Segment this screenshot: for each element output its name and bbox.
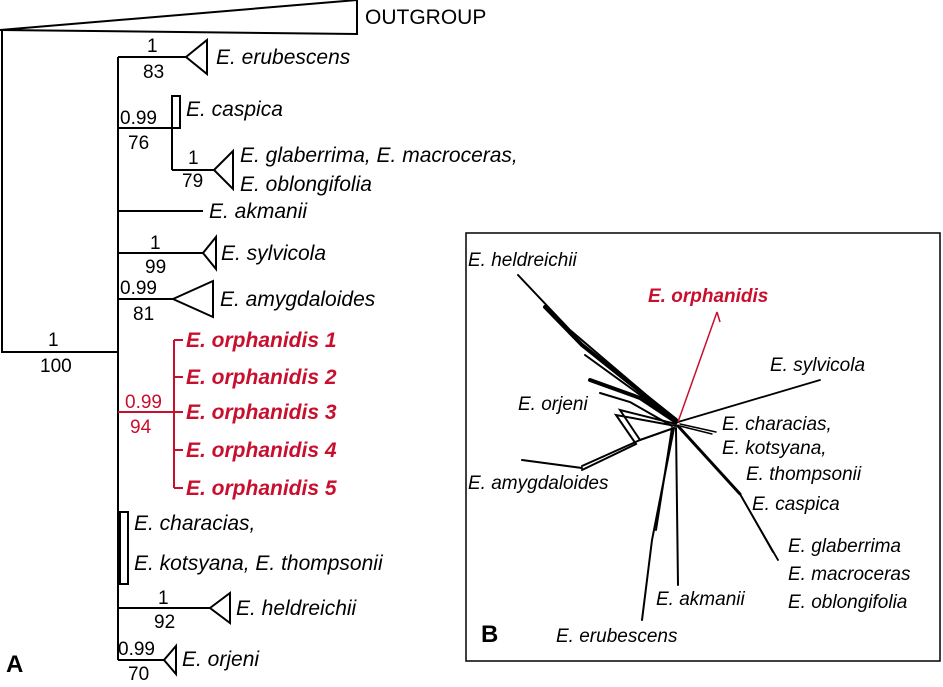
sylvicola-triangle [201,234,217,272]
sylvicola-pp: 1 [150,233,161,254]
caspica-group-pp: 0.99 [120,108,157,129]
glaberrima-bs: 79 [182,171,203,192]
sylvicola-bs: 99 [145,257,166,278]
net-label-caspica: E. caspica [752,494,840,515]
net-label-macroceras: E. macroceras [788,564,911,585]
orphanidis-pp: 0.99 [125,392,162,413]
orjeni-triangle [162,643,177,677]
caspica-bar [171,95,181,129]
edge-orjeni [588,378,678,424]
glaberrima-pp: 1 [188,148,199,169]
edge-akmanii [675,427,679,586]
net-label-amygdaloides: E. amygdaloides [468,473,609,494]
erubescens-triangle [184,37,208,77]
edge-sylvicola [677,379,821,423]
net-label-orjeni: E. orjeni [518,394,588,415]
amygdaloides-triangle [170,279,214,319]
edge-macroceras [739,493,779,561]
edge-amygdaloides-tip [521,459,583,469]
characias-label-line2: E. kotsyana, E. thompsonii [134,552,384,575]
net-label-erubescens: E. erubescens [556,626,678,647]
network-panel-b: E. heldreichii E. orphanidis E. sylvicol… [465,232,941,662]
net-label-kotsyana: E. kotsyana, [722,438,827,459]
orphanidis-tip-2: E. orphanidis 2 [186,366,337,389]
orjeni-pp: 0.99 [118,639,155,660]
edge-orphanidis [677,311,718,423]
edge-orjeni-split [599,392,673,427]
glaberrima-label-line2: E. oblongifolia [240,173,372,196]
orphanidis-tip-4: E. orphanidis 4 [186,439,337,462]
net-label-characias: E. characias, [722,414,832,435]
edge-caspica [676,424,742,496]
net-label-glaberrima: E. glaberrima [788,536,901,557]
characias-label-line1: E. characias, [134,512,255,535]
edge-amygdaloides-3 [639,427,675,441]
orphanidis-bs: 94 [130,417,152,438]
root-bs: 100 [40,356,72,377]
net-label-akmanii: E. akmanii [656,589,745,610]
edge-orphanidis-tip [716,311,721,323]
net-label-orphanidis: E. orphanidis [648,286,768,307]
amygdaloides-label: E. amygdaloides [220,288,376,311]
orjeni-bs: 70 [128,664,149,685]
edge-kotsyana [679,425,713,435]
characias-bar [119,511,129,585]
net-label-thompsonii: E. thompsonii [746,464,862,485]
edge-characias [679,423,717,433]
akmanii-label: E. akmanii [209,200,308,223]
edge-amygdaloides-1 [581,408,677,467]
panel-a-label: A [6,651,23,678]
caspica-label: E. caspica [186,98,283,121]
heldreichii-label: E. heldreichii [236,597,358,620]
caspica-group-bs: 76 [128,133,149,154]
erubescens-pp: 1 [147,36,158,57]
glaberrima-label-line1: E. glaberrima, E. macroceras, [240,144,518,167]
glaberrima-triangle [212,148,234,192]
edge-heldreichii-bundle [543,305,678,422]
amygdaloides-bs: 81 [133,304,154,325]
orphanidis-tip-1: E. orphanidis 1 [186,329,337,352]
erubescens-bs: 83 [143,62,164,83]
heldreichii-pp: 1 [158,588,169,609]
root-pp: 1 [48,330,59,351]
heldreichii-bs: 92 [154,612,175,633]
net-label-oblongifolia: E. oblongifolia [788,592,907,613]
edge-amygdaloides-2 [581,413,677,471]
net-label-sylvicola: E. sylvicola [770,355,865,376]
orjeni-label: E. orjeni [182,648,260,671]
root-branch [1,30,118,353]
edge-erubescens-split [655,427,673,531]
network-frame [465,232,941,662]
erubescens-label: E. erubescens [216,46,351,69]
sylvicola-label: E. sylvicola [221,242,326,265]
amygdaloides-pp: 0.99 [120,278,157,299]
outgroup-label: OUTGROUP [365,6,486,29]
tree-panel-a: OUTGROUP 1 100 1 83 E. erubescens E. cas… [0,0,518,685]
heldreichii-triangle [208,591,231,625]
outgroup-triangle [0,0,358,36]
net-label-heldreichii: E. heldreichii [468,250,578,271]
orphanidis-tip-3: E. orphanidis 3 [186,401,337,424]
orphanidis-tip-5: E. orphanidis 5 [186,477,337,500]
panel-b-label: B [481,621,498,648]
